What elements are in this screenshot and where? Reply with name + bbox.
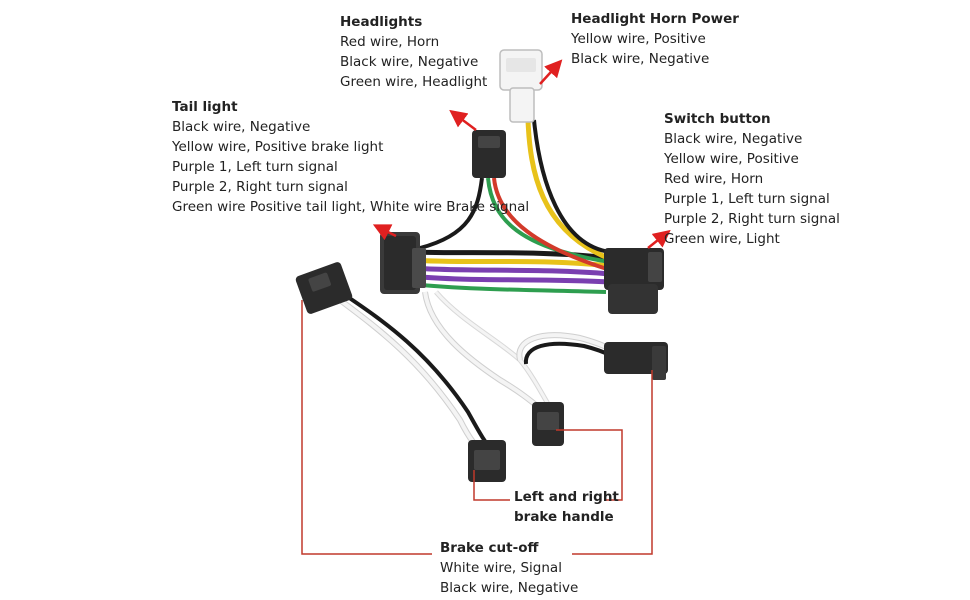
brake-handle-wires: [422, 290, 614, 413]
headlights-line: Red wire, Horn: [340, 34, 440, 50]
tail-light-line: Green wire Positive tail light, White wi…: [172, 199, 530, 215]
headlight-connector: [472, 130, 506, 178]
brake-cutoff-line: Black wire, Negative: [440, 580, 579, 596]
brake-cutoff-title: Brake cut-off: [440, 540, 539, 556]
switch-button-title: Switch button: [664, 111, 771, 127]
headlight-horn-power-label: Headlight Horn Power Yellow wire, Positi…: [571, 9, 739, 69]
tail-light-title: Tail light: [172, 99, 238, 115]
leader-lines: [301, 300, 653, 555]
switch-button-line: Green wire, Light: [664, 231, 780, 247]
brake-cutoff-wires: [338, 293, 496, 458]
brake-handle-line: brake handle: [514, 509, 614, 525]
tail-light-connector: [380, 232, 426, 294]
headlight-wires: [419, 177, 611, 272]
brake-handle-left-connector: [532, 402, 564, 446]
switch-button-line: Purple 1, Left turn signal: [664, 191, 830, 207]
headlight-horn-power-title: Headlight Horn Power: [571, 11, 739, 27]
switch-button-line: Black wire, Negative: [664, 131, 803, 147]
headlights-title: Headlights: [340, 14, 423, 30]
switch-button-line: Purple 2, Right turn signal: [664, 211, 840, 227]
brake-cutoff-lower-connector: [468, 440, 506, 482]
tail-light-label: Tail light Black wire, Negative Yellow w…: [172, 97, 529, 217]
horn-power-connector: [499, 49, 543, 123]
headlights-line: Green wire, Headlight: [340, 74, 488, 90]
switch-connector: [604, 248, 664, 314]
switch-button-line: Red wire, Horn: [664, 171, 764, 187]
horn-power-wires: [525, 119, 611, 261]
tail-light-line: Black wire, Negative: [172, 119, 311, 135]
switch-button-line: Yellow wire, Positive: [664, 151, 799, 167]
tail-light-line: Purple 2, Right turn signal: [172, 179, 348, 195]
brake-handle-line: Left and right: [514, 489, 619, 505]
switch-button-label: Switch button Black wire, Negative Yello…: [664, 109, 840, 249]
brake-handle-label: Left and right brake handle: [514, 487, 619, 527]
brake-cutoff-connector: [295, 262, 353, 314]
headlight-horn-power-line: Yellow wire, Positive: [571, 31, 706, 47]
headlight-horn-power-line: Black wire, Negative: [571, 51, 710, 67]
brake-handle-right-connector: [604, 342, 668, 380]
brake-cutoff-line: White wire, Signal: [440, 560, 562, 576]
headlights-label: Headlights Red wire, Horn Black wire, Ne…: [340, 12, 487, 92]
tail-light-line: Yellow wire, Positive brake light: [172, 139, 384, 155]
headlights-line: Black wire, Negative: [340, 54, 479, 70]
tail-light-line: Purple 1, Left turn signal: [172, 159, 338, 175]
annotation-arrows: [372, 59, 671, 249]
brake-cutoff-label: Brake cut-off White wire, Signal Black w…: [440, 538, 578, 598]
